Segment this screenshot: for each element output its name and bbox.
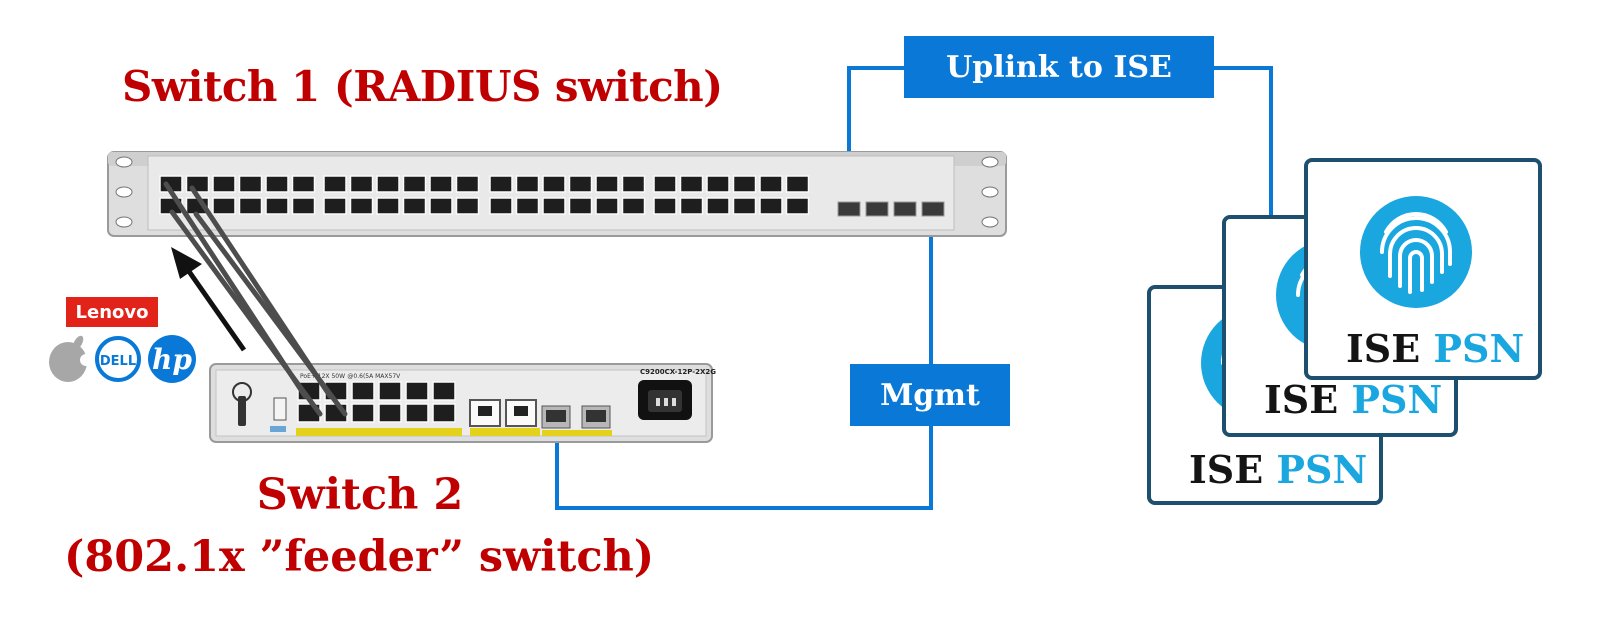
switch-port (349, 175, 374, 193)
switch-port (542, 197, 566, 215)
switch-port (568, 197, 593, 215)
switch-port (732, 175, 757, 193)
switch1-title: Switch 1 (RADIUS switch) (122, 62, 723, 111)
switch-port (515, 175, 540, 193)
hp-logo: hp (148, 335, 196, 383)
switch-port (489, 175, 513, 193)
apple-logo (49, 335, 92, 382)
sfp-port (837, 201, 861, 217)
mgmt-label: Mgmt (850, 364, 1010, 426)
switch-port (759, 175, 783, 193)
ise-psn-label: ISE PSN (1264, 377, 1443, 422)
switch-port (489, 197, 513, 215)
patch-cables (163, 181, 348, 417)
sfp-port (865, 201, 889, 217)
switch-port (351, 403, 375, 423)
switch-port (568, 175, 593, 193)
switch-port (265, 175, 289, 193)
switch-port (212, 175, 236, 193)
switch-port (265, 197, 289, 215)
switch-port (785, 197, 810, 215)
switch-port (378, 403, 402, 423)
ise-psn-card-front: ISE PSN (1304, 158, 1542, 380)
switch-port (759, 197, 783, 215)
switch-port (323, 197, 347, 215)
switch-port (732, 197, 757, 215)
switch-port (349, 197, 374, 215)
switch-port (432, 403, 456, 423)
arrow-icon (171, 247, 247, 352)
ise-psn-label: ISE PSN (1346, 326, 1525, 371)
switch-port (706, 197, 730, 215)
switch-port (653, 197, 677, 215)
switch-port (351, 381, 375, 401)
switch-port (653, 175, 677, 193)
switch-port (429, 197, 453, 215)
switch-port (402, 197, 427, 215)
mgmt-wire (555, 212, 933, 510)
switch-port (621, 197, 646, 215)
switch-port (455, 197, 480, 215)
hp-text: hp (152, 343, 192, 376)
lenovo-logo: Lenovo (66, 297, 158, 327)
switch-port (291, 197, 316, 215)
switch-port (432, 381, 456, 401)
uplink-label: Uplink to ISE (904, 36, 1214, 98)
switch1-device (107, 151, 1007, 237)
switch-port (405, 381, 429, 401)
sfp-port (893, 201, 917, 217)
switch-port (376, 197, 400, 215)
switch-port (376, 175, 400, 193)
switch-port (291, 175, 316, 193)
switch-port (378, 381, 402, 401)
switch2-poe-label: PoE+ 12X 50W @0.6(5A MAX57V (300, 373, 404, 380)
switch-port (621, 175, 646, 193)
switch-port (515, 197, 540, 215)
switch-port (706, 175, 730, 193)
switch-port (402, 175, 427, 193)
switch-port (429, 175, 453, 193)
switch-port (212, 197, 236, 215)
switch-port (455, 175, 480, 193)
switch-port (238, 197, 263, 215)
switch-port (679, 197, 704, 215)
dell-text: DELL (100, 354, 136, 369)
switch-port (595, 197, 619, 215)
dell-logo: DELL (95, 336, 141, 382)
switch-port (595, 175, 619, 193)
switch-port (679, 175, 704, 193)
switch-port (405, 403, 429, 423)
switch2-subtitle: (802.1x ”feeder” switch) (64, 532, 655, 582)
switch2-device: C9200CX-12P-2X2G PoE+ 12X 50W @0.6(5A MA… (209, 363, 716, 443)
switch-port (785, 175, 810, 193)
switch-port (542, 175, 566, 193)
switch2-title: Switch 2 (256, 470, 464, 520)
sfp-port (921, 201, 945, 217)
switch-port (185, 175, 210, 193)
switch-port (238, 175, 263, 193)
switch2-model-label: C9200CX-12P-2X2G (640, 368, 716, 376)
ise-psn-label: ISE PSN (1189, 447, 1368, 492)
switch-port (323, 175, 347, 193)
